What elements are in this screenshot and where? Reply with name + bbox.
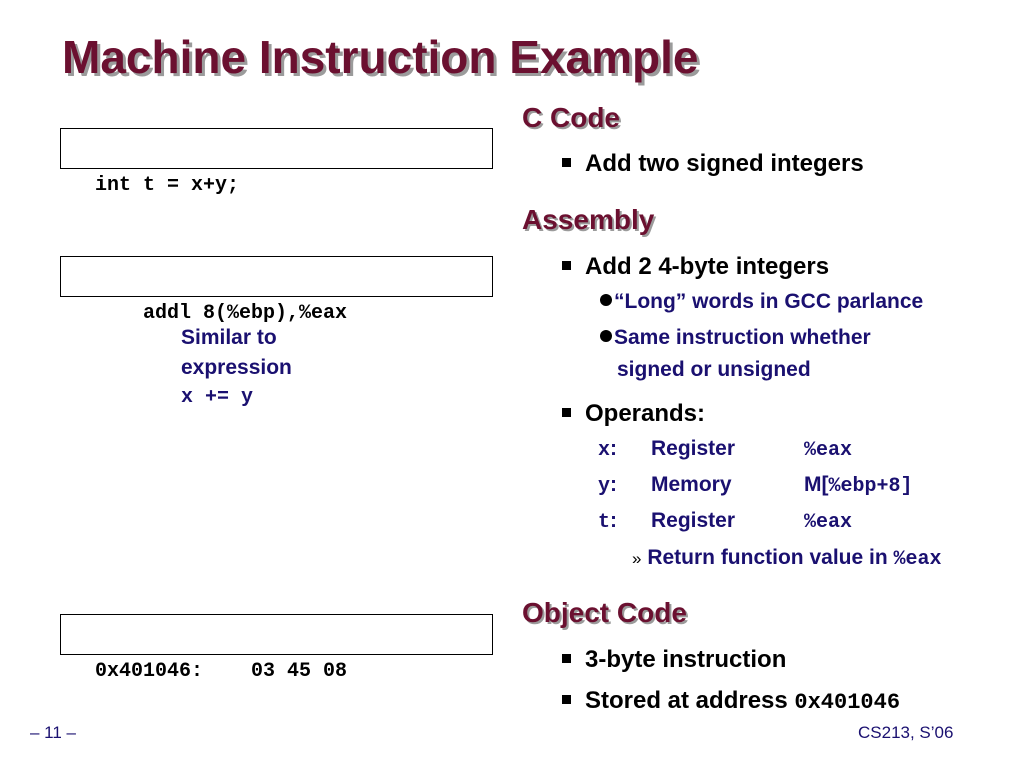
note-line-2: expression — [181, 356, 292, 379]
object-bullet-1-text: 3-byte instruction — [585, 646, 787, 673]
operand-location: %eax — [804, 509, 852, 534]
operands-bullet: Operands: — [562, 400, 705, 428]
c-code-box: int t = x+y; — [60, 128, 493, 197]
square-bullet-icon — [562, 408, 571, 418]
operands-label: Operands: — [585, 400, 706, 427]
square-bullet-icon — [562, 654, 571, 664]
return-code: %eax — [893, 548, 942, 571]
chevron-right-icon: » — [632, 549, 642, 568]
assembly-heading: Assembly — [522, 204, 655, 235]
assembly-code-text: addl 8(%ebp),%eax — [95, 302, 348, 325]
object-bullet-2: Stored at address 0x401046 — [562, 687, 900, 715]
operand-row: x: Register %eax — [598, 437, 852, 462]
assembly-sub-2-line-2: signed or unsigned — [617, 358, 811, 381]
c-code-bullet-text: Add two signed integers — [585, 150, 864, 177]
operand-var: t — [598, 511, 611, 534]
operand-var: y — [598, 475, 611, 498]
operand-colon: : — [610, 437, 618, 460]
c-code-text: int t = x+y; — [95, 174, 240, 197]
operand-kind: Memory — [651, 473, 732, 496]
round-bullet-icon — [600, 330, 612, 343]
return-text: Return function value in — [647, 546, 888, 569]
operand-loc-prefix: M[ — [804, 473, 829, 496]
c-code-bullet: Add two signed integers — [562, 150, 864, 178]
c-code-heading: C Code — [522, 102, 620, 133]
object-code-text: 0x401046: 03 45 08 — [95, 660, 348, 683]
operand-location: %eax — [804, 437, 852, 462]
page-number: – 11 – — [30, 723, 77, 742]
assembly-bullet-text: Add 2 4-byte integers — [585, 253, 830, 280]
note-line-1: Similar to — [181, 326, 277, 349]
operand-row: y: Memory M[%ebp+8] — [598, 473, 913, 498]
return-value-note: » Return function value in %eax — [632, 546, 942, 571]
operand-var: x — [598, 439, 611, 462]
square-bullet-icon — [562, 695, 571, 705]
assembly-sub-bullet-2: Same instruction whether signed or unsig… — [600, 322, 871, 386]
object-bullet-2-text: Stored at address — [585, 687, 788, 714]
assembly-sub-1-text: “Long” words in GCC parlance — [614, 290, 924, 313]
operand-location: M[%ebp+8] — [804, 473, 913, 498]
operand-colon: : — [610, 473, 618, 496]
operand-row: t: Register %eax — [598, 509, 852, 534]
object-bullet-2-code: 0x401046 — [794, 690, 901, 715]
object-code-heading: Object Code — [522, 597, 687, 628]
assembly-sub-2-line-1: Same instruction whether — [614, 326, 871, 349]
assembly-code-box: addl 8(%ebp),%eax — [60, 256, 493, 325]
operand-colon: : — [610, 509, 618, 532]
operand-loc-code: %eax — [804, 439, 853, 462]
operand-kind: Register — [651, 437, 736, 460]
operand-kind: Register — [651, 509, 736, 532]
round-bullet-icon — [600, 294, 612, 307]
object-bullet-1: 3-byte instruction — [562, 646, 786, 674]
assembly-sub-bullet-1: “Long” words in GCC parlance — [600, 286, 923, 318]
course-label: CS213, S’06 — [858, 723, 954, 742]
note-code: x += y — [181, 386, 254, 409]
assembly-bullet: Add 2 4-byte integers — [562, 253, 829, 281]
similar-note: Similar to expression x += y — [181, 323, 292, 413]
square-bullet-icon — [562, 261, 571, 271]
operand-loc-code: %ebp+8] — [828, 475, 913, 498]
object-code-box: 0x401046: 03 45 08 — [60, 614, 493, 683]
square-bullet-icon — [562, 158, 571, 168]
slide-title: Machine Instruction Example — [62, 31, 699, 83]
operand-loc-code: %eax — [804, 511, 853, 534]
